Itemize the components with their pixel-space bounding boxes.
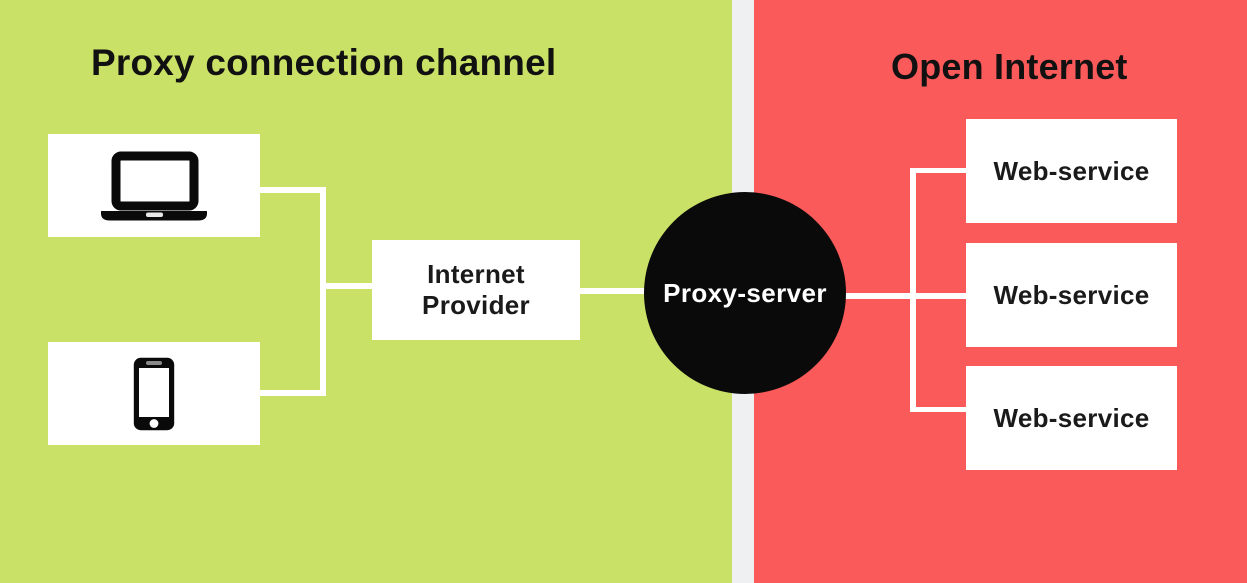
- right-trunk-line: [910, 168, 916, 412]
- internet-provider-label: Internet Provider: [422, 259, 530, 320]
- web-service-label: Web-service: [993, 402, 1150, 433]
- smartphone-connector-line: [258, 390, 326, 396]
- web-service-3-connector-line: [913, 407, 966, 412]
- web-service-box-2: Web-service: [966, 243, 1177, 347]
- web-service-1-connector-line: [913, 168, 966, 173]
- left-trunk-line: [320, 187, 326, 396]
- web-service-label: Web-service: [993, 155, 1150, 186]
- internet-provider-box: Internet Provider: [372, 240, 580, 340]
- laptop-box: [48, 134, 260, 237]
- proxy-server-label: Proxy-server: [663, 277, 827, 308]
- web-service-label: Web-service: [993, 279, 1150, 310]
- right-panel-title: Open Internet: [891, 46, 1128, 87]
- web-service-box-1: Web-service: [966, 119, 1177, 223]
- provider-to-proxy-line: [578, 288, 658, 294]
- proxy-server-node: Proxy-server: [644, 192, 846, 394]
- web-service-box-3: Web-service: [966, 366, 1177, 470]
- smartphone-box: [48, 342, 260, 445]
- laptop-icon: [101, 151, 207, 220]
- left-panel-title: Proxy connection channel: [91, 42, 557, 83]
- provider-in-connector-line: [322, 283, 374, 289]
- proxy-to-services-line: [820, 293, 966, 299]
- laptop-connector-line: [258, 187, 326, 193]
- smartphone-icon: [133, 357, 175, 430]
